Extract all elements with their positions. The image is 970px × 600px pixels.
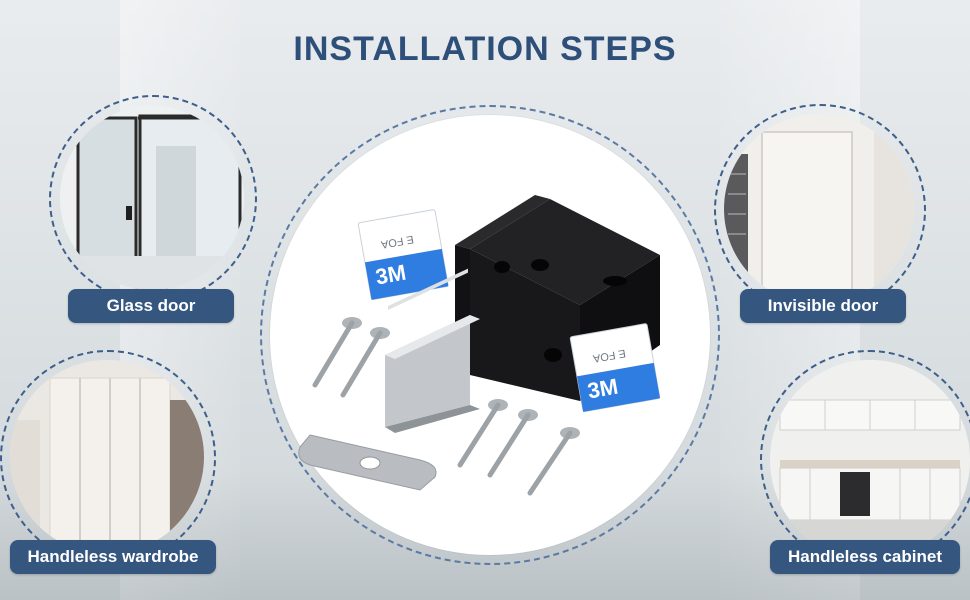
glass-door-image — [60, 106, 244, 290]
screw-right-2 — [487, 409, 538, 478]
screw-right-1 — [457, 399, 508, 468]
glass-door-label: Glass door — [68, 289, 234, 323]
strike-plate — [298, 434, 437, 491]
tape-logo-right: 3M — [586, 374, 620, 404]
invisible-door-label: Invisible door — [740, 289, 906, 323]
steel-plunger — [385, 268, 480, 433]
product-image: E FOA 3M E FOA 3M — [270, 115, 710, 555]
invisible-door-image — [724, 114, 914, 304]
product-ring — [260, 105, 720, 565]
adhesive-tape-left: E FOA 3M — [357, 209, 449, 300]
handleless-wardrobe-label: Handleless wardrobe — [10, 540, 216, 574]
screw-left-2 — [340, 327, 390, 398]
adhesive-tape-right: E FOA 3M — [569, 323, 661, 413]
tape-logo-left: 3M — [374, 260, 408, 290]
tape-print-left: E FOA — [379, 233, 414, 251]
handleless-cabinet-label: Handleless cabinet — [770, 540, 960, 574]
handleless-wardrobe-image — [10, 360, 204, 554]
screw-right-3 — [527, 427, 580, 496]
tape-print-right: E FOA — [591, 347, 626, 365]
screw-left-1 — [312, 317, 362, 388]
handleless-cabinet-image — [770, 360, 970, 560]
page-title: INSTALLATION STEPS — [293, 30, 677, 68]
